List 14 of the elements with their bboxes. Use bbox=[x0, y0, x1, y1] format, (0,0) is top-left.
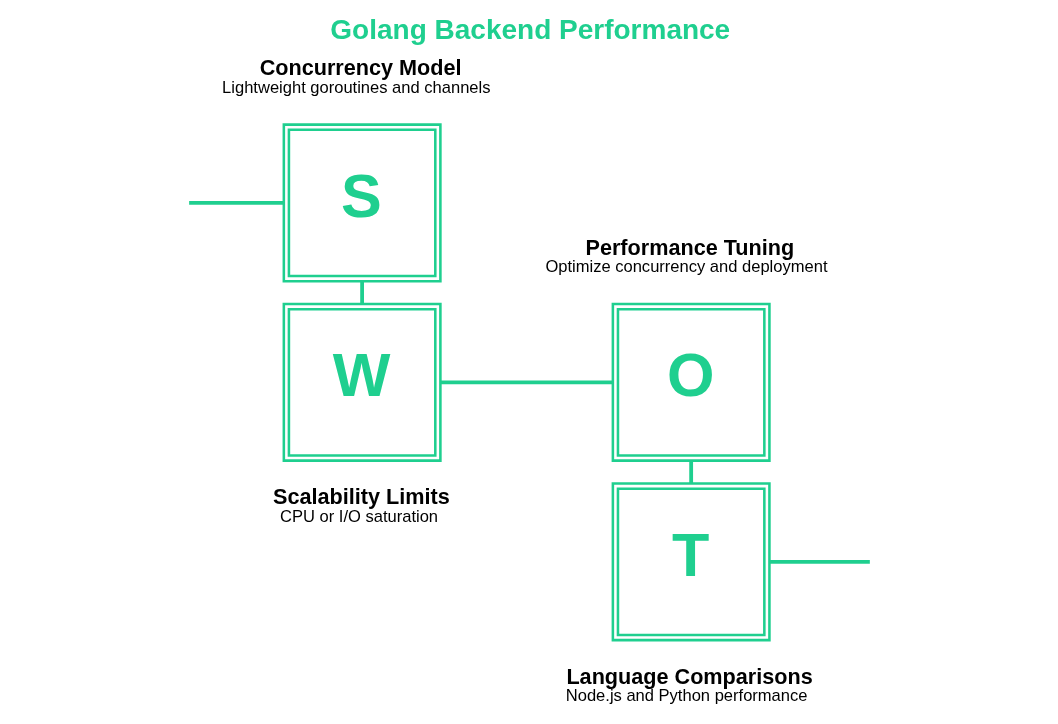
node-label: Language Comparisons bbox=[565, 663, 813, 689]
connector bbox=[188, 201, 283, 205]
node-box: S bbox=[282, 123, 442, 283]
connector bbox=[359, 281, 364, 304]
node-label: Performance Tuning bbox=[585, 234, 794, 260]
node-box: W bbox=[282, 302, 442, 462]
node-box: O bbox=[611, 302, 771, 462]
node-label: Scalability Limits bbox=[272, 484, 450, 510]
node-box: T bbox=[611, 482, 771, 642]
node-label: Concurrency Model bbox=[259, 55, 462, 81]
connector bbox=[769, 559, 870, 564]
connector bbox=[440, 380, 612, 385]
diagram-title: Golang Backend Performance bbox=[329, 14, 730, 46]
connector bbox=[688, 460, 693, 484]
